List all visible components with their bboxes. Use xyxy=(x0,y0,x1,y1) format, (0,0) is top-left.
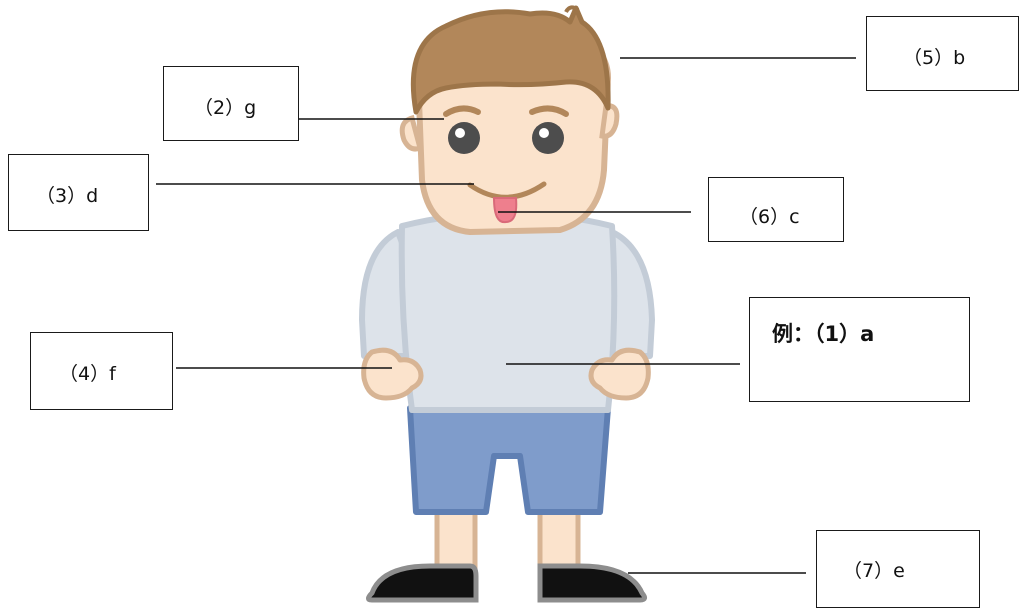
shirt xyxy=(402,213,615,410)
label-example: 例：（1）a xyxy=(772,318,874,348)
label-shoe: （7）e xyxy=(843,556,905,583)
label-box-hand: （4）f xyxy=(30,332,173,410)
label-box-eyebrow: （2）g xyxy=(163,66,299,141)
label-hand: （4）f xyxy=(59,359,116,386)
shoes xyxy=(369,566,645,600)
shorts xyxy=(410,408,608,512)
tongue xyxy=(494,198,516,222)
label-box-mouth: （3）d xyxy=(8,154,149,231)
label-tongue: （6）c xyxy=(739,202,800,229)
label-hair: （5）b xyxy=(903,43,965,70)
label-mouth: （3）d xyxy=(36,181,98,208)
label-box-tongue: （6）c xyxy=(708,177,844,242)
label-box-shoe: （7）e xyxy=(816,530,980,608)
label-eyebrow: （2）g xyxy=(194,93,256,120)
label-box-example: 例：（1）a xyxy=(749,297,970,402)
label-box-hair: （5）b xyxy=(866,16,1019,91)
